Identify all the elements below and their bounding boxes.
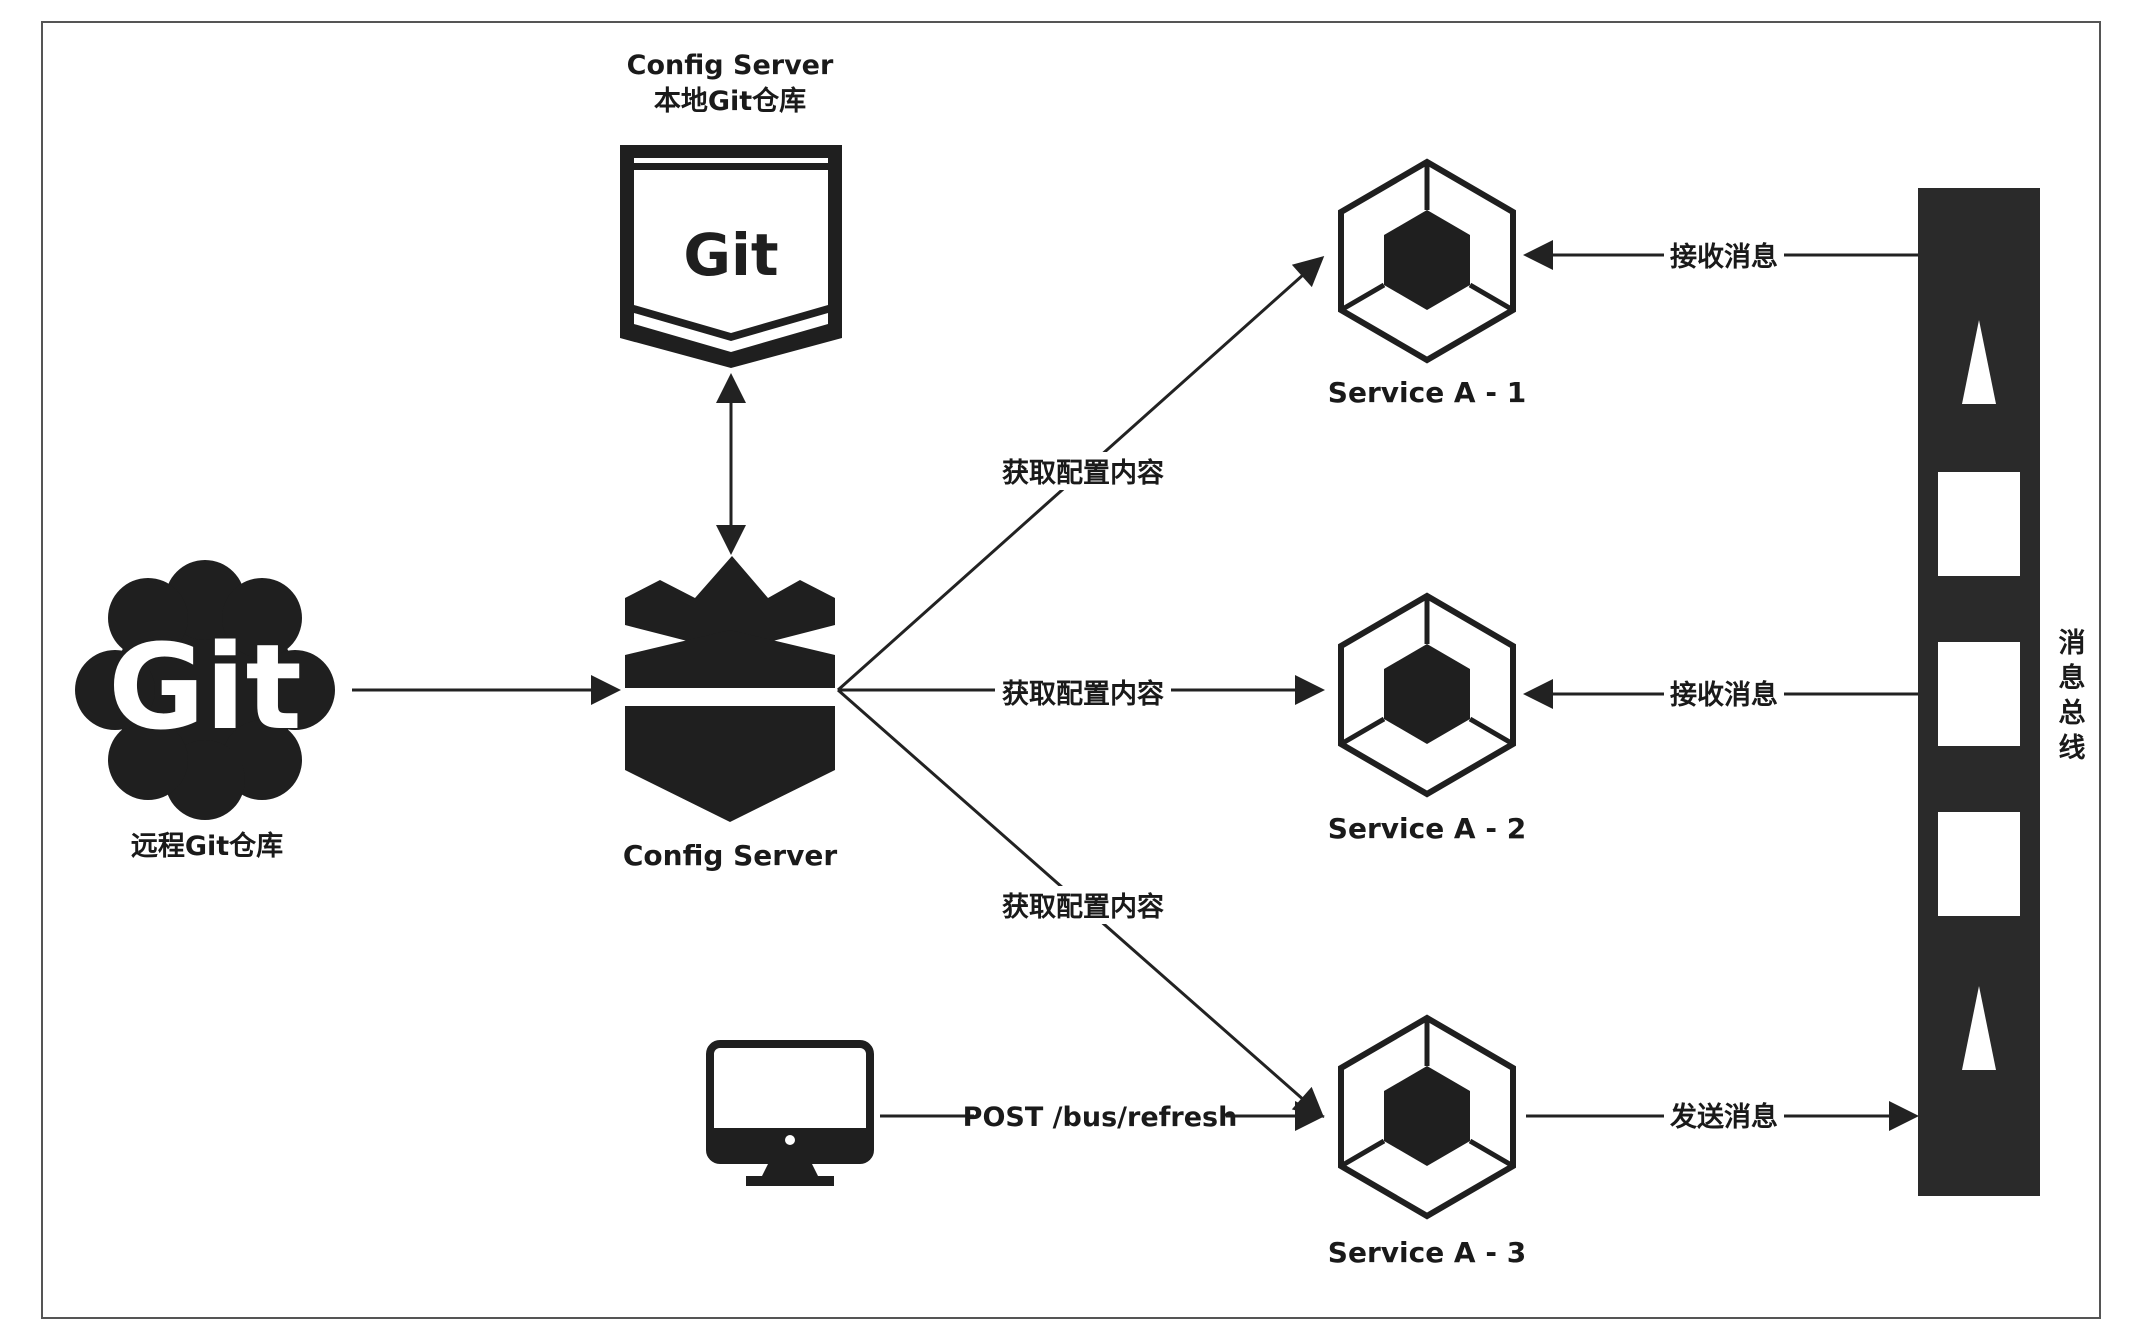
local-git-logo-text: Git (683, 221, 778, 289)
service-a-1: Service A - 1 (1328, 158, 1526, 409)
message-bus: 消 息 总 线 (1918, 188, 2086, 1196)
local-git-title-line1: Config Server (627, 50, 834, 81)
receive-message-label: 接收消息 (1670, 679, 1778, 711)
fetch-config-label: 获取配置内容 (1002, 678, 1164, 710)
remote-git-logo-text: Git (108, 618, 302, 756)
service-hexagon-icon (1338, 592, 1516, 798)
edge-label-fetch3: 获取配置内容 (995, 886, 1171, 924)
send-message-label: 发送消息 (1669, 1101, 1778, 1133)
service-a-2: Service A - 2 (1328, 592, 1526, 845)
git-repo-shield-icon (620, 145, 842, 368)
message-bus-label-char: 息 (2059, 662, 2086, 694)
message-bus-label-char: 消 (2059, 628, 2086, 659)
diagram-frame (41, 21, 2101, 1319)
service-a-3-label: Service A - 3 (1328, 1236, 1526, 1269)
bus-up-arrow-icon (1962, 986, 1996, 1070)
config-server-label: Config Server (623, 839, 837, 872)
edge-label-send: 发送消息 (1664, 1098, 1784, 1134)
edge-label-receive1: 接收消息 (1664, 238, 1784, 274)
service-hexagon-icon (1338, 1014, 1516, 1220)
git-cloud-icon (75, 560, 335, 820)
post-refresh-label: POST /bus/refresh (963, 1102, 1238, 1133)
edge-label-post: POST /bus/refresh (963, 1098, 1238, 1134)
edge-label-receive2: 接收消息 (1664, 676, 1784, 712)
config-server: Config Server (623, 556, 837, 872)
fetch-config-label: 获取配置内容 (1002, 891, 1164, 923)
receive-message-label: 接收消息 (1670, 241, 1778, 273)
bus-message-block (1938, 642, 2020, 746)
local-git-title-line2: 本地Git仓库 (654, 86, 806, 117)
service-a-2-label: Service A - 2 (1328, 812, 1526, 845)
message-bus-label-char: 总 (2059, 698, 2086, 729)
remote-git-label: 远程Git仓库 (131, 831, 283, 862)
server-stack-icon (625, 556, 835, 822)
edge-label-fetch2: 获取配置内容 (995, 673, 1171, 711)
bus-up-arrow-icon (1962, 320, 1996, 404)
bus-message-block (1938, 472, 2020, 576)
service-hexagon-icon (1338, 158, 1516, 364)
monitor-icon (706, 1040, 874, 1186)
service-a-3: Service A - 3 (1328, 1014, 1526, 1269)
remote-git-repo: Git 远程Git仓库 (75, 560, 335, 862)
message-bus-label-char: 线 (2059, 733, 2086, 764)
fetch-config-label: 获取配置内容 (1002, 457, 1164, 489)
service-a-1-label: Service A - 1 (1328, 376, 1526, 409)
edge-label-fetch1: 获取配置内容 (995, 452, 1171, 490)
local-git-repo: Config Server 本地Git仓库 Git (620, 50, 842, 368)
bus-message-block (1938, 812, 2020, 916)
